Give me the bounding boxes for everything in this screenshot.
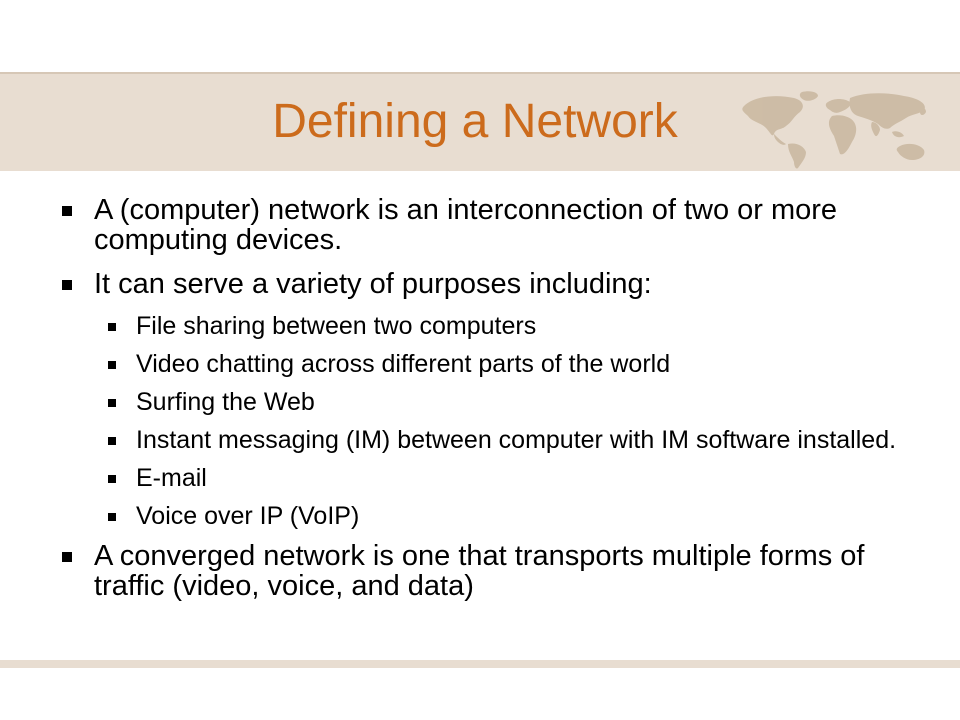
square-bullet-icon [108,361,116,369]
sub-bullet-text: File sharing between two computers [136,312,537,340]
bullet-list: A (computer) network is an interconnecti… [56,195,916,615]
sub-bullet-text: Instant messaging (IM) between computer … [136,426,897,454]
title-band: Defining a Network [0,72,960,171]
square-bullet-icon [108,437,116,445]
bullet-text: A (computer) network is an interconnecti… [94,194,838,256]
sub-bullet-text: Voice over IP (VoIP) [136,502,360,530]
bullet-text: A converged network is one that transpor… [94,540,865,602]
square-bullet-icon [62,552,72,562]
bottom-rule [0,660,960,668]
bullet-item: A (computer) network is an interconnecti… [56,195,916,255]
square-bullet-icon [108,513,116,521]
sub-bullet-text: Video chatting across different parts of… [136,350,671,378]
sub-bullet-item: Surfing the Web [56,389,916,415]
slide-title: Defining a Network [272,95,678,148]
square-bullet-icon [108,475,116,483]
sub-bullet-item: Video chatting across different parts of… [56,351,916,377]
world-map-icon [742,91,926,169]
sub-bullet-text: Surfing the Web [136,388,315,416]
square-bullet-icon [62,206,72,216]
square-bullet-icon [62,280,72,290]
sub-bullet-item: Instant messaging (IM) between computer … [56,427,916,453]
bullet-item: A converged network is one that transpor… [56,541,916,601]
bullet-text: It can serve a variety of purposes inclu… [94,268,652,300]
sub-bullet-item: E-mail [56,465,916,491]
square-bullet-icon [108,399,116,407]
square-bullet-icon [108,323,116,331]
sub-bullet-item: File sharing between two computers [56,313,916,339]
bullet-item: It can serve a variety of purposes inclu… [56,269,916,299]
sub-bullet-item: Voice over IP (VoIP) [56,503,916,529]
sub-bullet-text: E-mail [136,464,207,492]
